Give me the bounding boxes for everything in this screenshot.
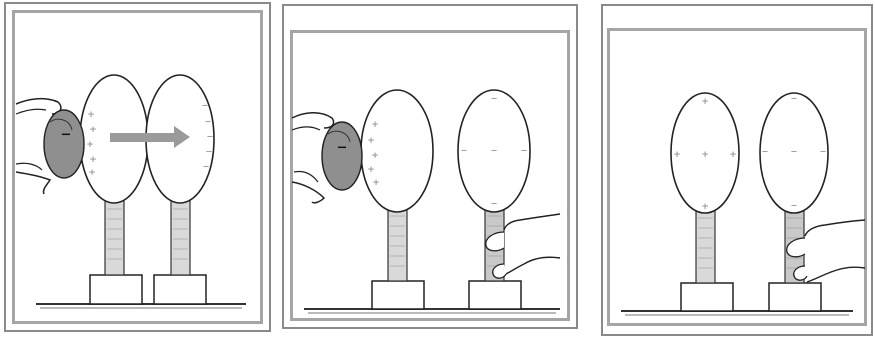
charge-sign: −	[206, 147, 212, 158]
charge-sign: −	[203, 162, 209, 173]
charge-sign: +	[90, 153, 97, 166]
charge-sign: +	[89, 166, 96, 179]
charge-sign: +	[674, 148, 681, 161]
charge-sign: +	[88, 108, 95, 121]
stand-icon	[695, 208, 716, 284]
base-icon	[680, 282, 734, 312]
charge-sign: +	[702, 148, 709, 161]
charged-rod-icon	[43, 109, 85, 179]
charge-sign: +	[368, 163, 375, 176]
charge-sign: −	[202, 101, 208, 112]
charge-sign: −	[491, 94, 497, 105]
panel-1-drawing: + + + + + − − − − − −	[15, 74, 246, 309]
charge-sign: +	[368, 134, 375, 147]
base-icon	[768, 282, 822, 312]
hand-icon	[485, 213, 561, 279]
charge-sign: −	[461, 146, 467, 157]
charged-rod-icon	[321, 121, 363, 191]
base-icon	[89, 274, 143, 305]
charge-sign: −	[791, 147, 797, 158]
base-icon	[468, 280, 522, 310]
hand-icon	[786, 219, 866, 283]
charge-sign: −	[762, 147, 768, 158]
panel-3-frame	[607, 28, 867, 326]
sphere-icon	[457, 89, 531, 213]
panel-2: + + + + + − − − − − −	[282, 4, 578, 329]
charge-sign: −	[791, 94, 797, 105]
stand-icon	[387, 207, 408, 282]
charge-sign: +	[90, 123, 97, 136]
charge-sign: −	[491, 199, 497, 210]
stand-icon	[104, 200, 125, 276]
charge-sign: +	[87, 138, 94, 151]
hand-icon	[291, 112, 335, 204]
panel-1: + + + + + − − − − − −	[4, 2, 271, 332]
charge-sign: −	[205, 117, 211, 128]
charge-sign: −	[491, 146, 497, 157]
sphere-icon	[759, 92, 829, 214]
charge-sign: −	[521, 146, 527, 157]
rod-charge-sign: −	[61, 128, 72, 143]
arrow-right-icon	[110, 126, 190, 148]
charge-sign: −	[791, 201, 797, 212]
panel-2-drawing: + + + + + − − − − − −	[291, 89, 561, 314]
base-icon	[153, 274, 207, 305]
base-icon	[371, 280, 425, 310]
rod-charge-sign: −	[337, 141, 348, 156]
panel-3: + + + + + − − − − −	[601, 4, 873, 336]
stand-icon	[170, 200, 191, 276]
charge-sign: +	[372, 149, 379, 162]
panel-3-drawing: + + + + + − − − − −	[621, 92, 866, 316]
charge-sign: +	[730, 148, 737, 161]
charge-sign: +	[372, 118, 379, 131]
charge-sign: −	[207, 132, 213, 143]
panel-1-frame	[12, 10, 263, 324]
sphere-icon	[670, 92, 740, 214]
charge-sign: −	[820, 147, 826, 158]
charge-sign: +	[373, 176, 380, 189]
charge-sign: +	[702, 95, 709, 108]
panel-2-frame	[290, 30, 570, 321]
charge-sign: +	[702, 200, 709, 213]
